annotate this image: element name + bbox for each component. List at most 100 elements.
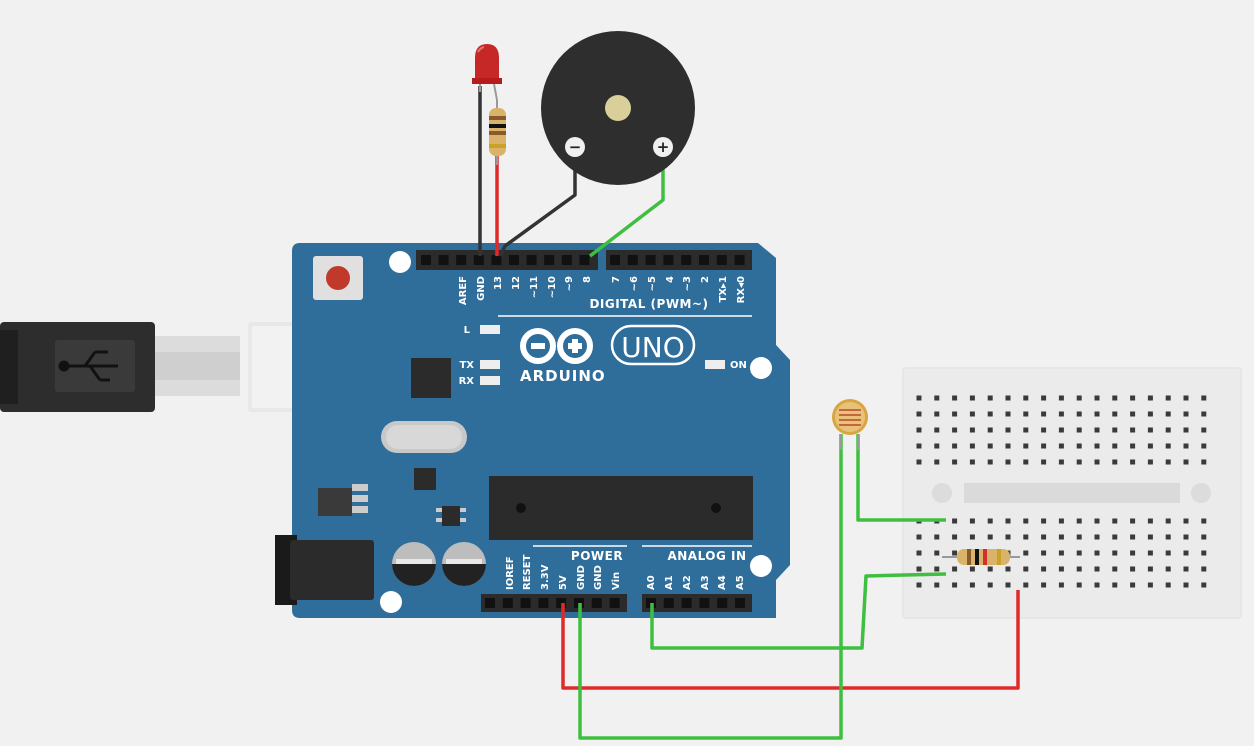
resistor-breadboard[interactable] <box>942 549 1020 565</box>
header-pin-hole[interactable] <box>717 598 728 608</box>
breadboard-hole[interactable] <box>969 566 975 572</box>
breadboard-hole[interactable] <box>1147 518 1153 524</box>
breadboard-hole[interactable] <box>1058 582 1064 588</box>
breadboard-hole[interactable] <box>1165 566 1171 572</box>
breadboard-hole[interactable] <box>969 459 975 465</box>
breadboard-hole[interactable] <box>1130 550 1136 556</box>
breadboard-hole[interactable] <box>1183 518 1189 524</box>
breadboard-hole[interactable] <box>916 550 922 556</box>
breadboard-hole[interactable] <box>1147 411 1153 417</box>
header-pin-hole[interactable] <box>579 255 590 265</box>
header-pin-hole[interactable] <box>491 255 502 265</box>
breadboard-hole[interactable] <box>1058 427 1064 433</box>
breadboard-hole[interactable] <box>1023 411 1029 417</box>
breadboard-hole[interactable] <box>1005 443 1011 449</box>
header-pin-hole[interactable] <box>421 255 431 265</box>
buzzer-negative-terminal[interactable] <box>565 137 585 157</box>
header-pin-hole[interactable] <box>438 255 449 265</box>
header-pin-hole[interactable] <box>561 255 572 265</box>
breadboard-hole[interactable] <box>1094 582 1100 588</box>
breadboard-hole[interactable] <box>1112 534 1118 540</box>
piezo-buzzer[interactable]: − + <box>541 31 695 185</box>
breadboard-hole[interactable] <box>1023 582 1029 588</box>
breadboard-hole[interactable] <box>1041 550 1047 556</box>
breadboard-hole[interactable] <box>1147 534 1153 540</box>
breadboard-hole[interactable] <box>969 411 975 417</box>
breadboard-hole[interactable] <box>1076 459 1082 465</box>
breadboard-hole[interactable] <box>987 566 993 572</box>
breadboard-hole[interactable] <box>916 395 922 401</box>
breadboard-hole[interactable] <box>952 443 958 449</box>
breadboard-hole[interactable] <box>1005 518 1011 524</box>
breadboard-hole[interactable] <box>1094 550 1100 556</box>
breadboard-hole[interactable] <box>1165 427 1171 433</box>
digital-header-right[interactable] <box>606 250 752 270</box>
breadboard-hole[interactable] <box>934 411 940 417</box>
breadboard-hole[interactable] <box>1094 427 1100 433</box>
breadboard-hole[interactable] <box>1041 411 1047 417</box>
breadboard-hole[interactable] <box>969 443 975 449</box>
breadboard-hole[interactable] <box>916 443 922 449</box>
breadboard-hole[interactable] <box>1201 395 1207 401</box>
breadboard-hole[interactable] <box>1130 534 1136 540</box>
breadboard-hole[interactable] <box>1183 443 1189 449</box>
breadboard-hole[interactable] <box>1165 443 1171 449</box>
header-pin-hole[interactable] <box>681 598 692 608</box>
breadboard-hole[interactable] <box>987 395 993 401</box>
header-pin-hole[interactable] <box>591 598 602 608</box>
power-header[interactable] <box>481 594 627 612</box>
breadboard-hole[interactable] <box>934 459 940 465</box>
breadboard-hole[interactable] <box>1147 550 1153 556</box>
breadboard-hole[interactable] <box>1112 427 1118 433</box>
breadboard-hole[interactable] <box>987 582 993 588</box>
breadboard-hole[interactable] <box>1058 518 1064 524</box>
breadboard-hole[interactable] <box>1112 459 1118 465</box>
breadboard-hole[interactable] <box>1165 459 1171 465</box>
breadboard-hole[interactable] <box>934 582 940 588</box>
breadboard-hole[interactable] <box>1183 550 1189 556</box>
header-pin-hole[interactable] <box>509 255 519 265</box>
breadboard-hole[interactable] <box>1130 459 1136 465</box>
breadboard-hole[interactable] <box>1023 459 1029 465</box>
breadboard-hole[interactable] <box>1112 395 1118 401</box>
breadboard-hole[interactable] <box>987 518 993 524</box>
breadboard-hole[interactable] <box>1023 550 1029 556</box>
header-pin-hole[interactable] <box>716 255 727 265</box>
breadboard-hole[interactable] <box>1112 550 1118 556</box>
breadboard-hole[interactable] <box>1023 443 1029 449</box>
breadboard-hole[interactable] <box>1058 411 1064 417</box>
breadboard-hole[interactable] <box>934 427 940 433</box>
breadboard-hole[interactable] <box>916 534 922 540</box>
breadboard-hole[interactable] <box>969 518 975 524</box>
breadboard-hole[interactable] <box>1130 443 1136 449</box>
breadboard-hole[interactable] <box>1112 566 1118 572</box>
header-pin-hole[interactable] <box>699 255 709 265</box>
breadboard-hole[interactable] <box>969 427 975 433</box>
breadboard-hole[interactable] <box>916 459 922 465</box>
header-pin-hole[interactable] <box>456 255 467 265</box>
breadboard-hole[interactable] <box>1023 427 1029 433</box>
breadboard-hole[interactable] <box>1023 534 1029 540</box>
header-pin-hole[interactable] <box>556 598 567 608</box>
breadboard-hole[interactable] <box>1058 566 1064 572</box>
breadboard-hole[interactable] <box>1076 550 1082 556</box>
breadboard-hole[interactable] <box>934 534 940 540</box>
header-pin-hole[interactable] <box>645 255 656 265</box>
breadboard-hole[interactable] <box>1005 582 1011 588</box>
breadboard-hole[interactable] <box>1058 395 1064 401</box>
breadboard-hole[interactable] <box>1201 443 1207 449</box>
breadboard-hole[interactable] <box>1041 566 1047 572</box>
breadboard-hole[interactable] <box>952 550 958 556</box>
breadboard-hole[interactable] <box>1005 411 1011 417</box>
breadboard-hole[interactable] <box>934 395 940 401</box>
mini-breadboard[interactable] <box>902 367 1242 619</box>
breadboard-hole[interactable] <box>1130 395 1136 401</box>
header-pin-hole[interactable] <box>663 255 674 265</box>
breadboard-hole[interactable] <box>1130 582 1136 588</box>
breadboard-hole[interactable] <box>1023 566 1029 572</box>
header-pin-hole[interactable] <box>485 598 495 608</box>
breadboard-hole[interactable] <box>1058 443 1064 449</box>
breadboard-hole[interactable] <box>1183 582 1189 588</box>
header-pin-hole[interactable] <box>520 598 531 608</box>
breadboard-hole[interactable] <box>1201 582 1207 588</box>
